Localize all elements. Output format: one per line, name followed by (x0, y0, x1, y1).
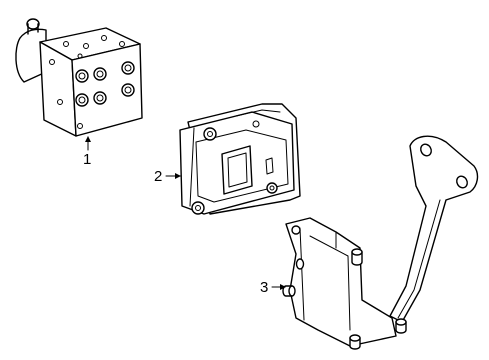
stud-bottom-right (395, 318, 407, 334)
stud-top (351, 248, 363, 266)
control-module-part (179, 103, 301, 215)
abs-modulator-part (15, 18, 143, 137)
callout-3: 3 (260, 279, 286, 296)
callout-label-2: 2 (154, 168, 162, 185)
stud-bottom-left (349, 334, 361, 350)
callout-label-3: 3 (260, 279, 268, 296)
callout-label-1: 1 (83, 151, 91, 168)
callout-2: 2 (154, 168, 181, 185)
mounting-bracket-part (282, 135, 479, 350)
callout-1: 1 (83, 136, 91, 168)
